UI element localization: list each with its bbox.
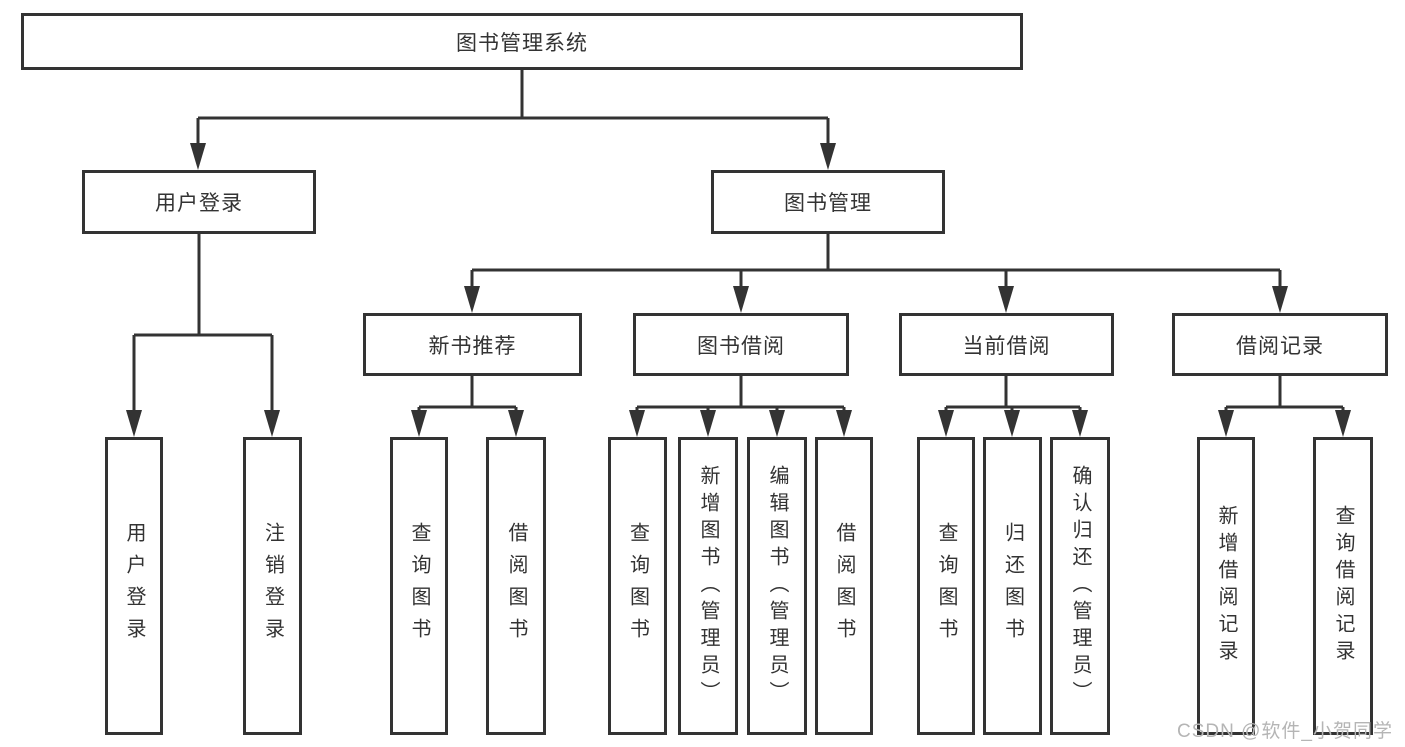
- node-borrow-records: 借阅记录: [1172, 313, 1388, 376]
- connector-userlogin-to-leaves: [132, 234, 274, 412]
- leaf-query-books-current: 查询图书: [917, 437, 975, 735]
- node-new-book-recommend: 新书推荐: [363, 313, 582, 376]
- leaf-add-books-admin: 新增图书（管理员）: [678, 437, 738, 735]
- leaf-borrow-books: 借阅图书: [815, 437, 873, 735]
- node-current-borrow: 当前借阅: [899, 313, 1114, 376]
- leaf-query-books-borrow: 查询图书: [608, 437, 667, 735]
- connector-root-to-level2: [196, 70, 830, 146]
- leaf-return-books: 归还图书: [983, 437, 1042, 735]
- node-book-management: 图书管理: [711, 170, 945, 234]
- connector-recommend-to-leaves: [417, 376, 518, 412]
- connector-currentborrow-to-leaves: [944, 376, 1082, 412]
- leaf-confirm-return-admin: 确认归还（管理员）: [1050, 437, 1110, 735]
- csdn-watermark: CSDN @软件_小贺同学: [1177, 721, 1393, 742]
- leaf-borrow-books-recommend: 借阅图书: [486, 437, 546, 735]
- node-user-login: 用户登录: [82, 170, 316, 234]
- leaf-edit-books-admin: 编辑图书（管理员）: [747, 437, 807, 735]
- connector-bookmgmt-to-level3: [470, 234, 1282, 288]
- node-book-borrow: 图书借阅: [633, 313, 849, 376]
- leaf-user-login: 用户登录: [105, 437, 163, 735]
- connector-records-to-leaves: [1224, 376, 1345, 412]
- leaf-query-books-recommend: 查询图书: [390, 437, 448, 735]
- node-root-system: 图书管理系统: [21, 13, 1023, 70]
- leaf-add-borrow-record: 新增借阅记录: [1197, 437, 1255, 735]
- leaf-query-borrow-record: 查询借阅记录: [1313, 437, 1373, 735]
- connector-bookborrow-to-leaves: [635, 376, 846, 412]
- leaf-logout: 注销登录: [243, 437, 302, 735]
